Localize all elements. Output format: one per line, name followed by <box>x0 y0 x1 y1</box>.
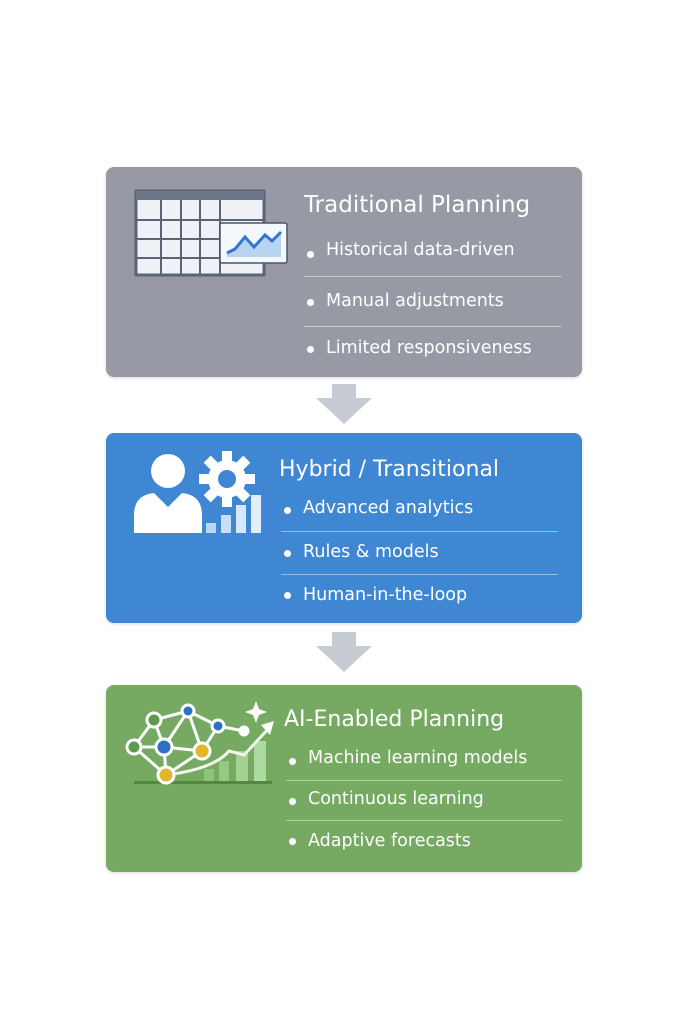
list-item: Historical data-driven <box>304 231 562 277</box>
list-item: Rules & models <box>281 532 558 575</box>
stage-items: Historical data-driven Manual adjustment… <box>304 231 562 371</box>
down-arrow-icon <box>316 632 372 672</box>
list-item: Adaptive forecasts <box>286 821 562 861</box>
list-item: Human-in-the-loop <box>281 575 558 615</box>
stage-items: Machine learning models Continuous learn… <box>286 741 562 861</box>
list-item: Manual adjustments <box>304 277 562 327</box>
list-item: Advanced analytics <box>281 489 558 532</box>
stage-title: AI-Enabled Planning <box>284 707 505 732</box>
list-item: Continuous learning <box>286 781 562 821</box>
stage-hybrid-transitional: Hybrid / Transitional Advanced analytics… <box>106 433 582 623</box>
list-item: Machine learning models <box>286 741 562 781</box>
stage-ai-enabled-planning: AI-Enabled Planning Machine learning mod… <box>106 685 582 872</box>
spreadsheet-chart-icon <box>134 189 288 277</box>
stage-traditional-planning: Traditional Planning Historical data-dri… <box>106 167 582 377</box>
down-arrow-icon <box>316 384 372 424</box>
stage-title: Hybrid / Transitional <box>279 457 500 482</box>
list-item: Limited responsiveness <box>304 327 562 371</box>
stage-title: Traditional Planning <box>304 192 531 218</box>
person-gear-chart-icon <box>134 451 261 533</box>
neural-network-growth-icon <box>125 701 274 785</box>
stage-items: Advanced analytics Rules & models Human-… <box>281 489 558 615</box>
